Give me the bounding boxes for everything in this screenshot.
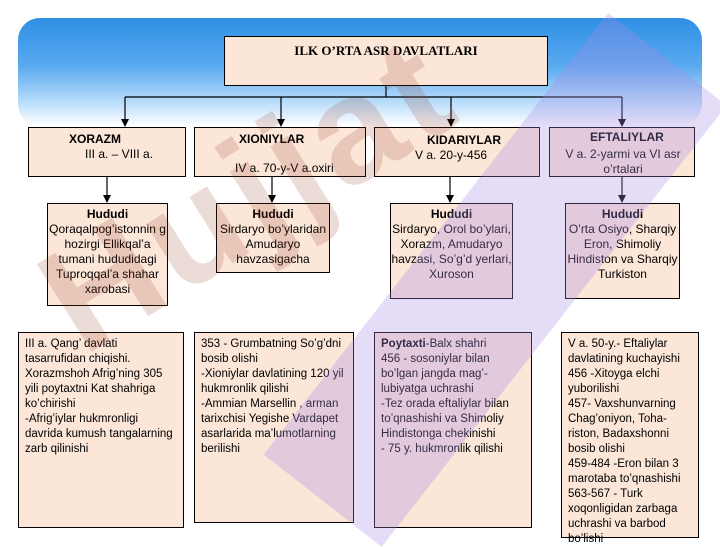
state-name: KIDARIYLAR — [427, 133, 501, 147]
territory-text: Sirdaryo, Orol bo’ylari, Xorazm, Amudary… — [391, 222, 512, 281]
territory-text: Sirdaryo bo’ylaridan Amudaryo havzasigac… — [219, 222, 327, 266]
state-box-eftaliylar: EFTALIYLAR V a. 2-yarmi va VI asr o’rtal… — [549, 127, 695, 177]
state-name: EFTALIYLAR — [590, 130, 664, 144]
diagram-title: ILK O’RTA ASR DAVLATLARI — [224, 36, 548, 86]
state-period: V a. 2-yarmi va VI asr o’rtalari — [565, 147, 681, 176]
state-period: III a. – VIII a. — [85, 147, 154, 161]
territory-box-kidariylar: Hududi Sirdaryo, Orol bo’ylari, Xorazm, … — [390, 203, 513, 299]
details-box-kidariylar: Poytaxti-Balx shahri 456 - sosoniylar bi… — [374, 332, 532, 528]
details-box-eftaliylar: V a. 50-y.- Eftaliylar davlatining kucha… — [561, 332, 699, 545]
state-box-kidariylar: KIDARIYLAR V a. 20-y-456 — [374, 127, 540, 177]
state-box-xorazm: XORAZM III a. – VIII a. — [28, 127, 186, 177]
territory-label: Hududi — [430, 207, 473, 221]
state-period: IV a. 70-y-V a.oxiri — [235, 161, 334, 175]
territory-box-xorazm: Hududi Qoraqalpog’istonnin g hozirgi Ell… — [47, 203, 168, 306]
state-box-xioniylar: XIONIYLAR IV a. 70-y-V a.oxiri — [194, 127, 366, 177]
details-box-xioniylar: 353 - Grumbatning So’g’dni bosib olishi … — [194, 332, 354, 523]
territory-box-eftaliylar: Hududi O’rta Osiyo, Sharqiy Eron, Shimol… — [565, 203, 680, 299]
details-box-xorazm: III a. Qang’ davlati tasarrufidan chiqis… — [18, 332, 184, 528]
territory-text: O’rta Osiyo, Sharqiy Eron, Shimoliy Hind… — [567, 222, 678, 281]
state-period: V a. 20-y-456 — [415, 148, 488, 162]
capital-label: Poytaxti — [381, 338, 426, 350]
state-name: XIONIYLAR — [239, 132, 305, 146]
territory-box-xioniylar: Hududi Sirdaryo bo’ylaridan Amudaryo hav… — [216, 203, 330, 273]
territory-label: Hududi — [86, 207, 129, 221]
territory-text: Qoraqalpog’istonnin g hozirgi Ellikqal’a… — [49, 222, 166, 296]
details-text: -Balx shahri 456 - sosoniylar bilan bo’l… — [381, 338, 509, 455]
territory-label: Hududi — [252, 207, 294, 221]
territory-label: Hududi — [601, 207, 644, 221]
state-name: XORAZM — [69, 132, 121, 146]
